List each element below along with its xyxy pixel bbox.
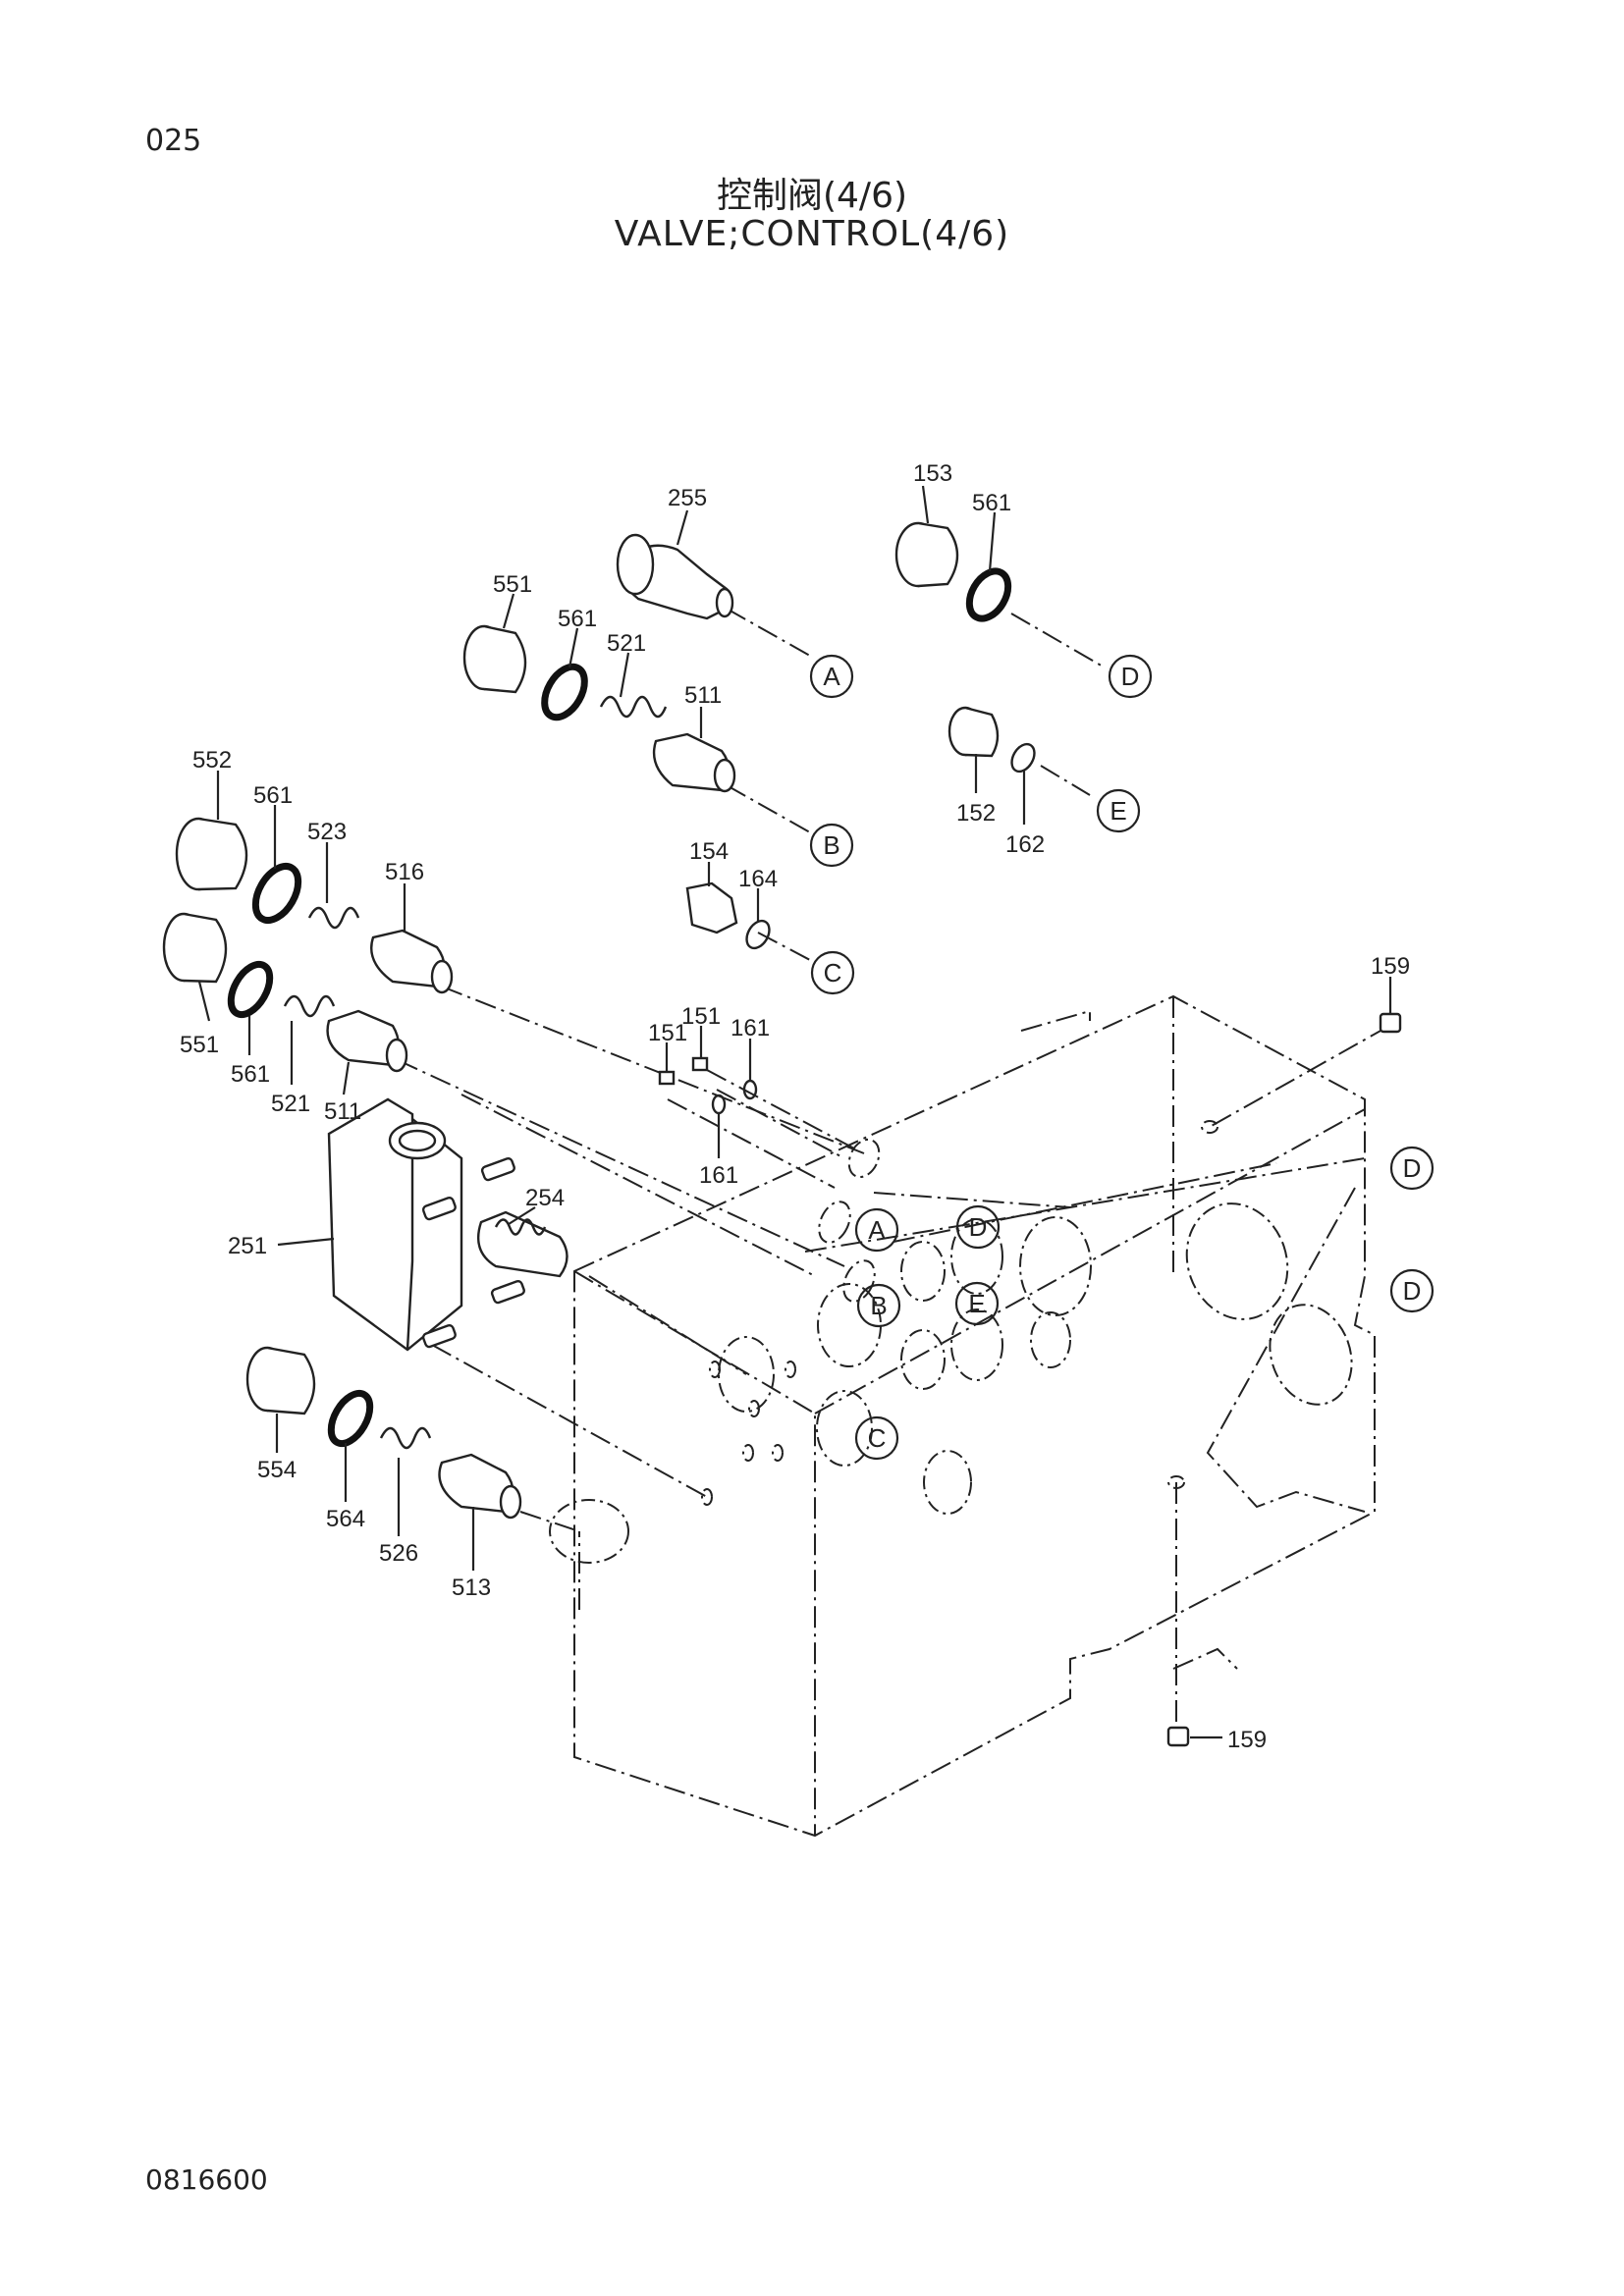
callout-523: 523 bbox=[307, 819, 347, 845]
tag-d-right-1: D bbox=[1389, 1146, 1435, 1191]
tag-c-body: C bbox=[854, 1415, 899, 1461]
tag-e-top: E bbox=[1096, 788, 1141, 833]
part-152-plug bbox=[947, 706, 1036, 774]
document-code: 0816600 bbox=[145, 2163, 268, 2196]
callout-254: 254 bbox=[525, 1185, 565, 1211]
callout-154: 154 bbox=[689, 838, 729, 865]
svg-text:D: D bbox=[969, 1212, 988, 1242]
part-513-spool bbox=[438, 1453, 522, 1520]
svg-text:E: E bbox=[968, 1289, 985, 1318]
part-521-spring-bottom bbox=[283, 994, 336, 1018]
svg-text:D: D bbox=[1403, 1276, 1422, 1306]
tag-c-top: C bbox=[810, 950, 855, 995]
part-154-plug bbox=[685, 881, 771, 950]
callout-561: 561 bbox=[972, 490, 1011, 516]
part-551-plug-top bbox=[462, 624, 588, 721]
valve-body bbox=[573, 994, 1376, 1838]
callout-554: 554 bbox=[257, 1457, 297, 1483]
callout-526: 526 bbox=[379, 1540, 418, 1567]
part-554-plug bbox=[245, 1346, 374, 1448]
reference-tags: A D B E C A D B E C D D bbox=[809, 654, 1435, 1461]
part-151-161-small-parts bbox=[658, 1056, 758, 1115]
callout-159: 159 bbox=[1371, 953, 1410, 980]
tag-b-body: B bbox=[856, 1283, 901, 1328]
svg-text:C: C bbox=[824, 958, 842, 988]
svg-text:A: A bbox=[868, 1215, 886, 1245]
callout-552: 552 bbox=[192, 747, 232, 774]
title-chinese: 控制阀(4/6) bbox=[716, 176, 908, 216]
callout-521: 521 bbox=[607, 630, 646, 657]
svg-text:D: D bbox=[1403, 1153, 1422, 1183]
part-511-spool-top bbox=[652, 732, 736, 793]
assembly-axes bbox=[397, 608, 1390, 1728]
svg-text:C: C bbox=[868, 1423, 887, 1453]
page-number: 025 bbox=[145, 124, 202, 158]
svg-text:B: B bbox=[823, 830, 839, 860]
part-251-cover bbox=[327, 1097, 525, 1352]
callout-561: 561 bbox=[253, 782, 293, 809]
valve-body-ports bbox=[549, 1120, 1353, 1564]
callout-551: 551 bbox=[493, 571, 532, 598]
part-526-spring bbox=[379, 1426, 432, 1450]
tag-e-body: E bbox=[954, 1281, 1000, 1326]
callout-511: 511 bbox=[684, 682, 722, 709]
callout-516: 516 bbox=[385, 859, 424, 885]
part-551-plug-bottom bbox=[162, 912, 274, 1019]
svg-text:A: A bbox=[823, 662, 840, 691]
part-521-spring-top bbox=[599, 695, 668, 719]
callout-159: 159 bbox=[1227, 1727, 1267, 1753]
callout-152: 152 bbox=[956, 800, 996, 827]
callout-162: 162 bbox=[1005, 831, 1045, 858]
callout-153: 153 bbox=[913, 460, 952, 487]
callout-numbers: 255 153 561 551 561 521 511 152 162 552 … bbox=[180, 460, 1410, 1753]
part-255-spool bbox=[616, 533, 734, 620]
part-552-plug bbox=[175, 817, 302, 924]
part-523-spring bbox=[307, 906, 360, 930]
tag-d-body: D bbox=[955, 1204, 1001, 1250]
tag-d-top: D bbox=[1108, 654, 1153, 699]
callout-561: 561 bbox=[558, 606, 597, 632]
callout-251: 251 bbox=[228, 1233, 267, 1259]
part-511-spool-bottom bbox=[326, 1009, 408, 1073]
tag-a-body: A bbox=[854, 1207, 899, 1253]
part-153-plug bbox=[894, 521, 1012, 622]
callout-513: 513 bbox=[452, 1575, 491, 1601]
part-254-spool bbox=[476, 1210, 568, 1278]
callout-161: 161 bbox=[699, 1162, 738, 1189]
callout-551: 551 bbox=[180, 1032, 219, 1058]
part-159-plugs bbox=[1166, 1012, 1402, 1747]
part-516-spool bbox=[370, 929, 454, 994]
svg-text:D: D bbox=[1121, 662, 1140, 691]
tag-a-top: A bbox=[809, 654, 854, 699]
callout-521: 521 bbox=[271, 1091, 310, 1117]
callout-161: 161 bbox=[731, 1015, 770, 1041]
callout-255: 255 bbox=[668, 485, 707, 511]
tag-b-top: B bbox=[809, 823, 854, 868]
callout-511: 511 bbox=[324, 1098, 361, 1125]
callout-151: 151 bbox=[648, 1020, 687, 1046]
callout-leaders bbox=[197, 485, 1392, 1739]
callout-564: 564 bbox=[326, 1506, 365, 1532]
svg-text:B: B bbox=[870, 1291, 887, 1320]
callout-164: 164 bbox=[738, 866, 778, 892]
tag-d-right-2: D bbox=[1389, 1268, 1435, 1313]
callout-151: 151 bbox=[681, 1003, 721, 1030]
callout-561: 561 bbox=[231, 1061, 270, 1088]
title-english: VALVE;CONTROL(4/6) bbox=[614, 214, 1010, 254]
svg-text:E: E bbox=[1110, 796, 1126, 826]
